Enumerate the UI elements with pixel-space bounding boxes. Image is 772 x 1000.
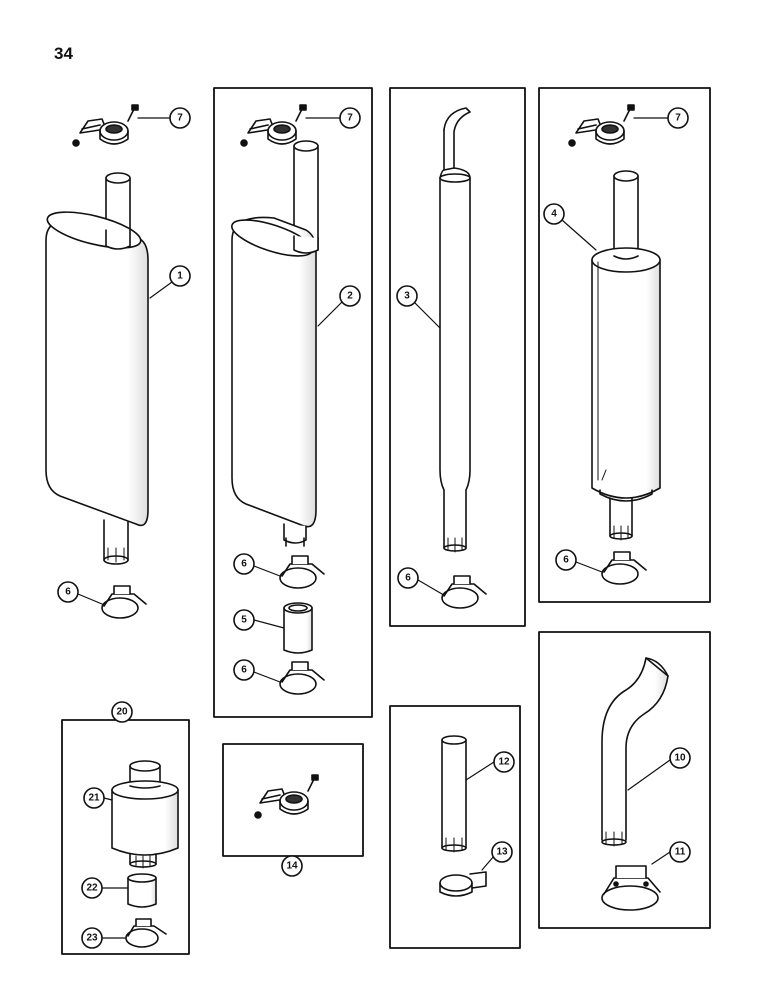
clamp-6c: [279, 661, 325, 695]
svg-text:2: 2: [347, 291, 353, 302]
callout-13: 13: [491, 841, 513, 863]
callout-7a: 7: [169, 107, 191, 129]
svg-text:12: 12: [498, 757, 510, 768]
svg-text:7: 7: [177, 113, 183, 124]
svg-text:1: 1: [177, 271, 183, 282]
callout-6e: 6: [555, 549, 577, 571]
rain-cap-assembly-7c: [568, 104, 635, 147]
svg-text:20: 20: [116, 707, 128, 718]
clamp-13: [439, 871, 487, 897]
svg-text:14: 14: [286, 861, 298, 872]
sleeve-22: [127, 873, 157, 908]
callout-1: 1: [169, 265, 191, 287]
adapter-sleeve-5: [283, 602, 313, 654]
svg-text:10: 10: [674, 753, 686, 764]
callout-10: 10: [669, 747, 691, 769]
callout-6a: 6: [57, 581, 79, 603]
callout-12: 12: [493, 751, 515, 773]
callout-6c: 6: [233, 659, 255, 681]
callout-6d: 6: [397, 567, 419, 589]
straight-pipe-12: [441, 735, 467, 853]
clamp-6b: [279, 555, 325, 589]
callout-3: 3: [396, 285, 418, 307]
svg-text:5: 5: [241, 615, 247, 626]
oval-muffler-2: [231, 140, 319, 547]
clamp-6d: [441, 575, 487, 609]
svg-text:4: 4: [551, 209, 557, 220]
group-frame-pipe-12: [389, 705, 521, 949]
clamp-6e: [601, 551, 647, 585]
svg-text:6: 6: [65, 587, 71, 598]
svg-text:6: 6: [241, 559, 247, 570]
clamp-6a: [101, 585, 147, 619]
group-frame-muffler-4: [538, 87, 711, 603]
svg-text:6: 6: [241, 665, 247, 676]
svg-text:6: 6: [563, 555, 569, 566]
callout-14: 14: [281, 855, 303, 877]
callout-2: 2: [339, 285, 361, 307]
svg-text:21: 21: [88, 793, 100, 804]
page-number: 34: [54, 44, 73, 63]
leader-lines: [77, 117, 671, 939]
curved-stack-pipe-10: [601, 657, 669, 847]
clamp-11: [601, 865, 661, 911]
group-frame-pipe-10: [538, 631, 711, 929]
oval-muffler-1: [45, 172, 149, 565]
callout-7b: 7: [339, 107, 361, 129]
rain-cap-assembly-7b: [240, 104, 307, 147]
callout-5: 5: [233, 609, 255, 631]
callout-23: 23: [81, 927, 103, 949]
round-muffler-4: [591, 170, 661, 541]
svg-text:13: 13: [496, 847, 508, 858]
svg-text:22: 22: [86, 883, 98, 894]
svg-text:7: 7: [675, 113, 681, 124]
muffler-21: [111, 760, 179, 869]
svg-text:3: 3: [404, 291, 410, 302]
svg-text:6: 6: [405, 573, 411, 584]
group-frame-muffler-2: [213, 87, 373, 718]
callout-4: 4: [543, 203, 565, 225]
callout-22: 22: [81, 877, 103, 899]
callout-6b: 6: [233, 553, 255, 575]
callout-7c: 7: [667, 107, 689, 129]
clamp-23: [125, 918, 167, 948]
svg-text:11: 11: [675, 847, 686, 858]
rain-cap-assembly-14: [254, 774, 319, 819]
callout-11: 11: [669, 841, 691, 863]
svg-text:7: 7: [347, 113, 353, 124]
svg-text:23: 23: [86, 933, 98, 944]
group-frame-pipe-3: [389, 87, 526, 627]
callout-20: 20: [111, 701, 133, 723]
rain-cap-assembly-7a: [72, 104, 139, 147]
exhaust-stack-pipe-3: [439, 107, 471, 553]
callout-21: 21: [83, 787, 105, 809]
